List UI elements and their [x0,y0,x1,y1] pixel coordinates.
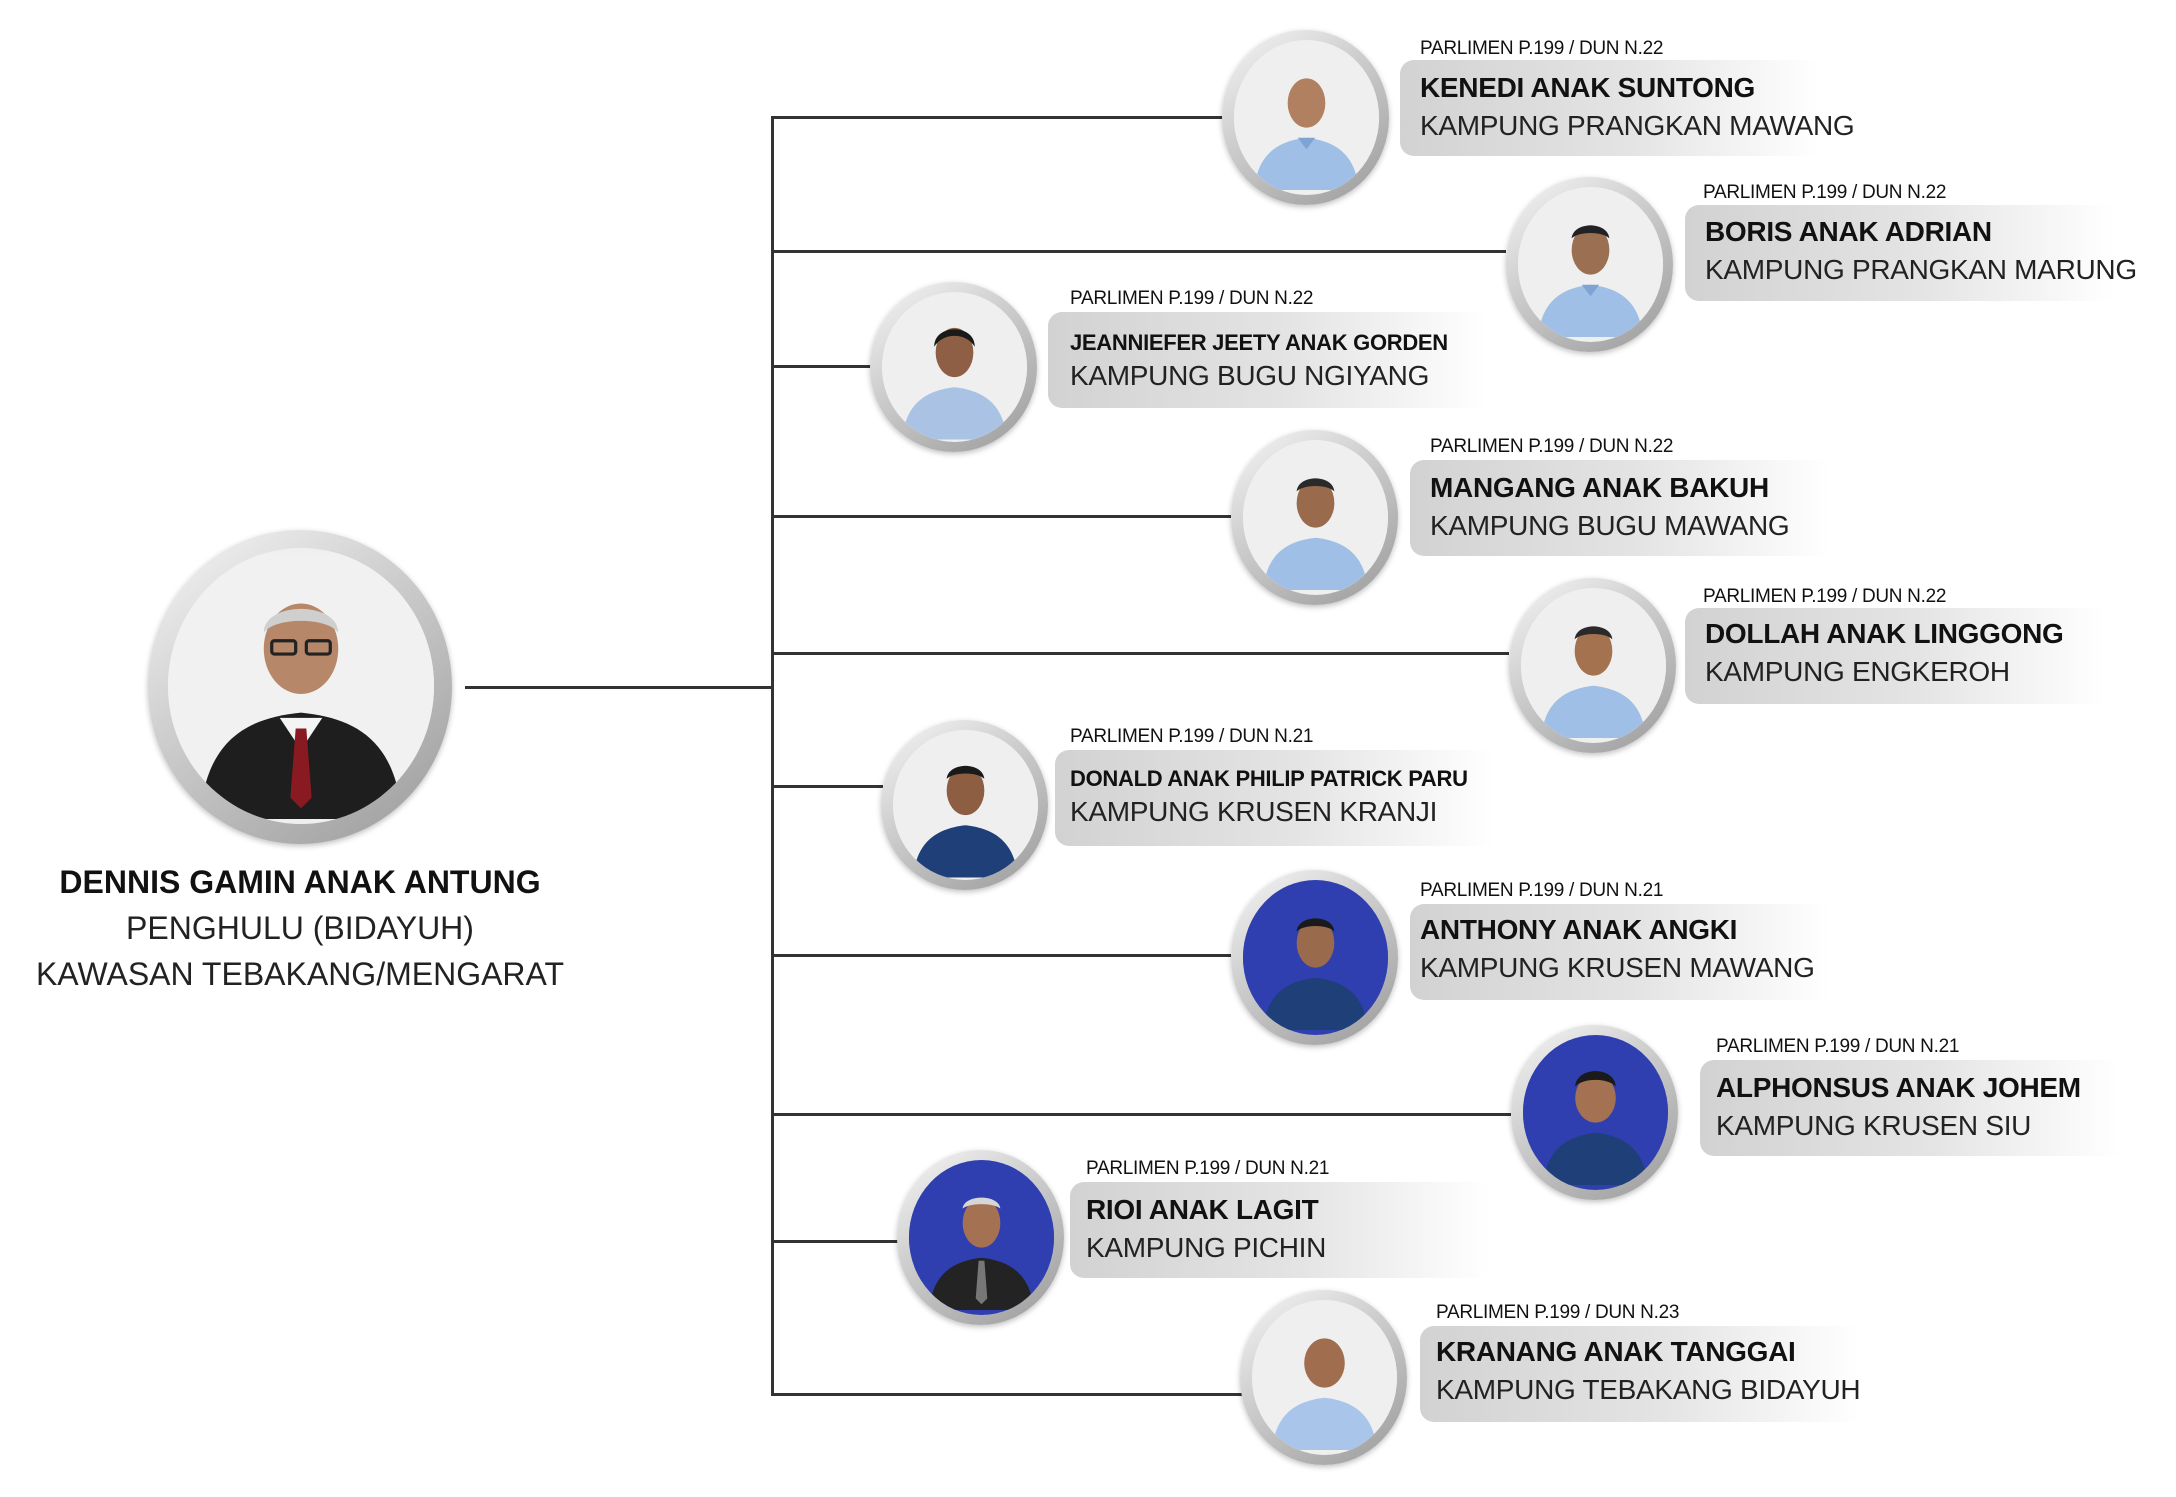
person-icon [1252,1305,1397,1450]
member-plate [1420,1326,1860,1422]
trunk-line [771,116,774,1394]
member-meta: PARLIMEN P.199 / DUN N.21 [1070,726,1314,747]
branch-line [771,515,1231,518]
member-name: DOLLAH ANAK LINGGONG [1705,618,2064,649]
member-village: KAMPUNG BUGU MAWANG [1430,510,1790,541]
member-plate [1048,312,1488,408]
member-name: ANTHONY ANAK ANGKI [1420,914,1738,945]
member-village: KAMPUNG TEBAKANG BIDAYUH [1436,1374,1861,1405]
member-village: KAMPUNG KRUSEN MAWANG [1420,952,1815,983]
member-plate [1700,1060,2120,1156]
member-village: KAMPUNG ENGKEROH [1705,656,2010,687]
member-village: KAMPUNG PRANGKAN MAWANG [1420,110,1855,141]
member-photo [1243,440,1388,595]
member-name: KENEDI ANAK SUNTONG [1420,72,1755,103]
person-icon [1523,1040,1668,1185]
member-photo [1243,880,1388,1035]
member-photo [1518,187,1663,342]
member-meta: PARLIMEN P.199 / DUN N.22 [1420,38,1664,59]
member-name: RIOI ANAK LAGIT [1086,1194,1319,1225]
person-icon [1243,885,1388,1030]
member-village: KAMPUNG BUGU NGIYANG [1070,360,1430,391]
branch-line [771,1393,1242,1396]
branch-line [771,1240,902,1243]
person-icon [1518,192,1663,337]
member-photo [1234,40,1379,195]
person-icon [893,732,1038,878]
branch-line [771,116,1226,119]
member-village: KAMPUNG PICHIN [1086,1232,1327,1263]
branch-line [771,785,883,788]
member-village: KAMPUNG PRANGKAN MARUNG [1705,254,2137,285]
member-meta: PARLIMEN P.199 / DUN N.21 [1420,880,1664,901]
branch-line [771,652,1509,655]
person-icon [1234,45,1379,190]
member-plate [1410,904,1830,1000]
member-meta: PARLIMEN P.199 / DUN N.22 [1703,182,1947,203]
member-meta: PARLIMEN P.199 / DUN N.21 [1086,1158,1330,1179]
member-name: ALPHONSUS ANAK JOHEM [1716,1072,2081,1103]
member-photo [909,1160,1054,1315]
root-title: PENGHULU (BIDAYUH) [126,910,474,946]
member-plate [1685,205,2115,301]
branch-line [771,954,1231,957]
branch-line [771,250,1506,253]
person-icon [909,1165,1054,1310]
member-plate [1055,750,1495,846]
member-name: JEANNIEFER JEETY ANAK GORDEN [1070,330,1448,355]
member-plate [1685,608,2105,704]
member-name: KRANANG ANAK TANGGAI [1436,1336,1796,1367]
member-photo [882,292,1027,442]
member-meta: PARLIMEN P.199 / DUN N.22 [1430,436,1674,457]
member-plate [1400,60,1820,156]
member-photo [1521,588,1666,743]
person-icon [1521,593,1666,738]
member-meta: PARLIMEN P.199 / DUN N.23 [1436,1302,1680,1323]
member-name: DONALD ANAK PHILIP PATRICK PARU [1070,766,1468,791]
root-photo [168,548,434,824]
member-plate [1070,1182,1490,1278]
member-meta: PARLIMEN P.199 / DUN N.22 [1070,288,1314,309]
person-icon [882,294,1027,440]
root-name: DENNIS GAMIN ANAK ANTUNG [59,864,541,900]
member-plate [1410,460,1830,556]
member-name: BORIS ANAK ADRIAN [1705,216,1992,247]
member-photo [893,730,1038,880]
member-meta: PARLIMEN P.199 / DUN N.22 [1703,586,1947,607]
member-photo [1523,1035,1668,1190]
person-icon [168,553,434,819]
branch-line [771,365,873,368]
member-name: MANGANG ANAK BAKUH [1430,472,1769,503]
member-village: KAMPUNG KRUSEN SIU [1716,1110,2032,1141]
root-area: KAWASAN TEBAKANG/MENGARAT [35,956,565,992]
member-village: KAMPUNG KRUSEN KRANJI [1070,796,1438,827]
branch-line [771,1113,1511,1116]
person-icon [1243,445,1388,590]
member-meta: PARLIMEN P.199 / DUN N.21 [1716,1036,1960,1057]
root-connector [465,686,773,689]
member-photo [1252,1300,1397,1455]
